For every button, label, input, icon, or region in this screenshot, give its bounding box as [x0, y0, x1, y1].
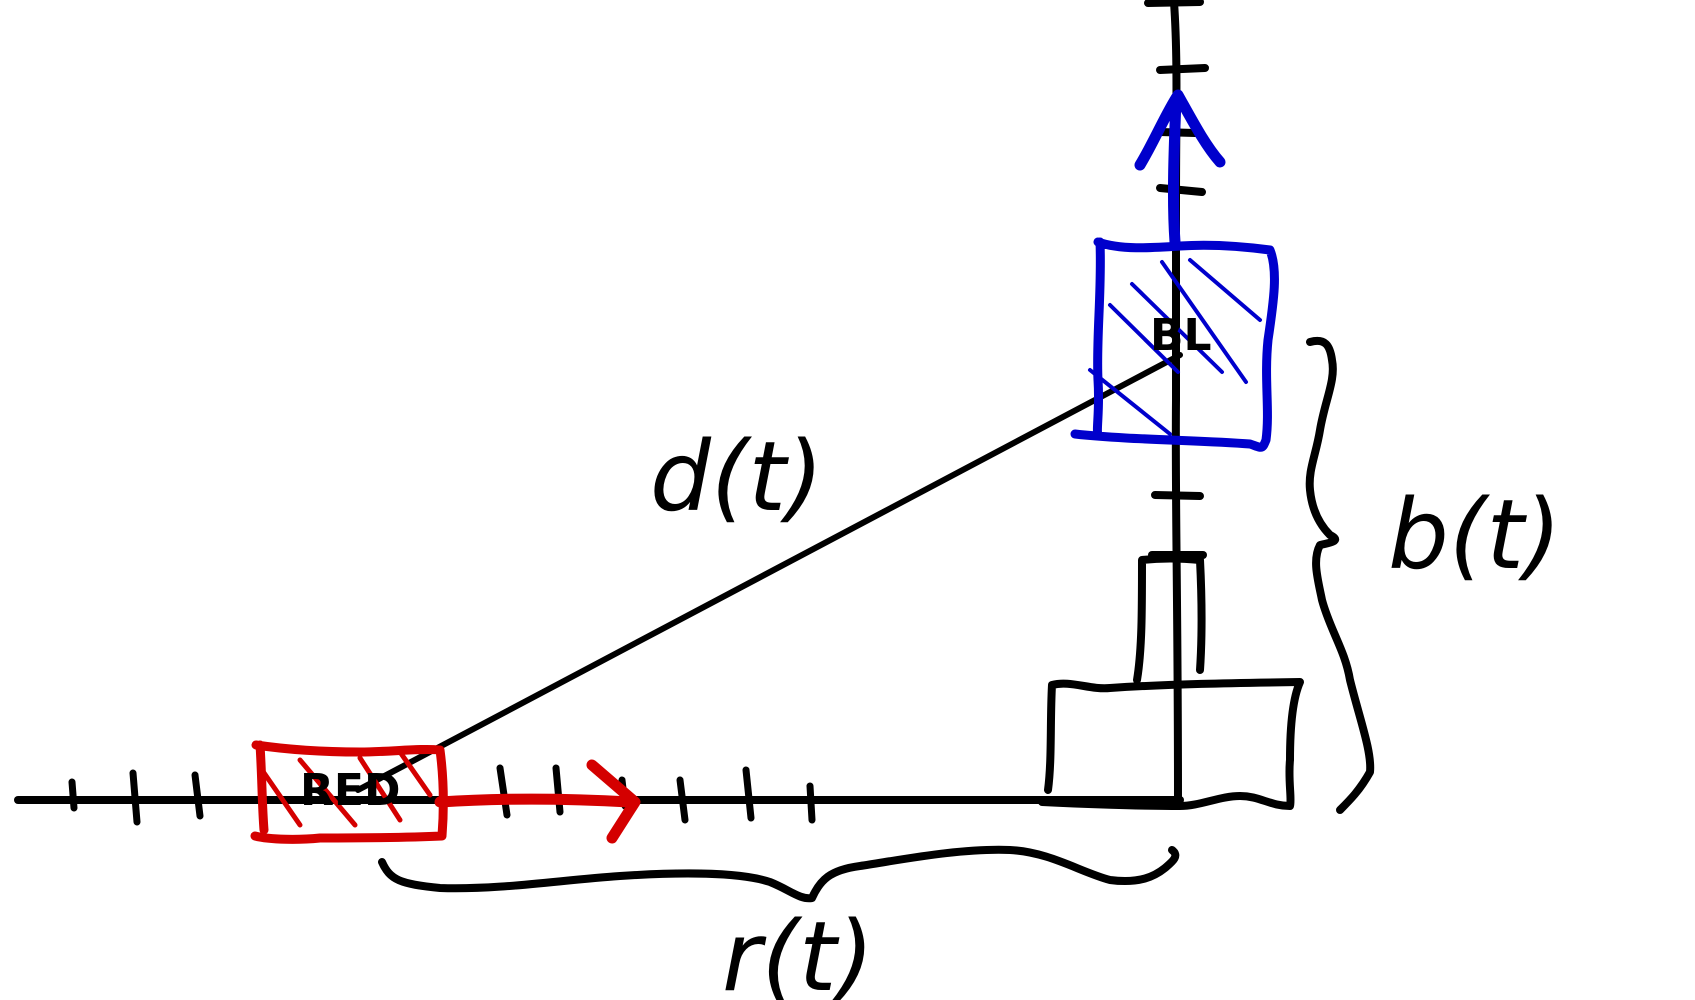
road-tick: [552, 764, 564, 816]
road-ticks: [68, 764, 816, 826]
distance-line: [355, 352, 1183, 793]
blue-hatch-line: [1108, 303, 1180, 374]
red-velocity-arrow: [434, 759, 641, 844]
red-car-hatching: [259, 749, 433, 828]
road-tick: [191, 771, 204, 820]
distance-label: d(t): [650, 421, 823, 533]
red-hatch-line: [357, 755, 403, 823]
road-tick: [742, 766, 755, 822]
road-tick: [68, 778, 78, 812]
blue-hatch-line: [1188, 258, 1262, 322]
blue-balloon-label: BL: [1150, 310, 1212, 361]
building-top: [1133, 554, 1206, 684]
road-tick: [496, 764, 511, 819]
vertical-tick: [1151, 491, 1204, 500]
vertical-tick: [1156, 184, 1206, 196]
blue-velocity-arrow: [1134, 89, 1226, 248]
red-car: RED: [250, 740, 641, 844]
blue-balloon-box: [1070, 237, 1279, 452]
blue-balloon-hatching: [1088, 258, 1262, 436]
road-tick: [806, 782, 816, 824]
road-distance-brace: [378, 845, 1180, 903]
red-car-label: RED: [300, 765, 400, 816]
road-tick: [129, 769, 141, 826]
road-tick: [676, 776, 689, 824]
red-hatch-line: [397, 749, 433, 798]
blue-hatch-line: [1160, 260, 1248, 384]
building-base: [1038, 678, 1304, 810]
red-hatch-line: [297, 757, 358, 828]
height-brace: [1305, 337, 1375, 814]
red-hatch-line: [259, 767, 303, 828]
vertical-tick: [1144, 0, 1204, 7]
height-label: b(t): [1388, 479, 1561, 591]
blue-balloon: BL: [1070, 89, 1279, 452]
road-distance-label: r(t): [722, 901, 874, 1000]
blue-hatch-line: [1088, 368, 1172, 436]
blue-hatch-line: [1130, 282, 1224, 374]
vertical-tick: [1156, 64, 1209, 74]
